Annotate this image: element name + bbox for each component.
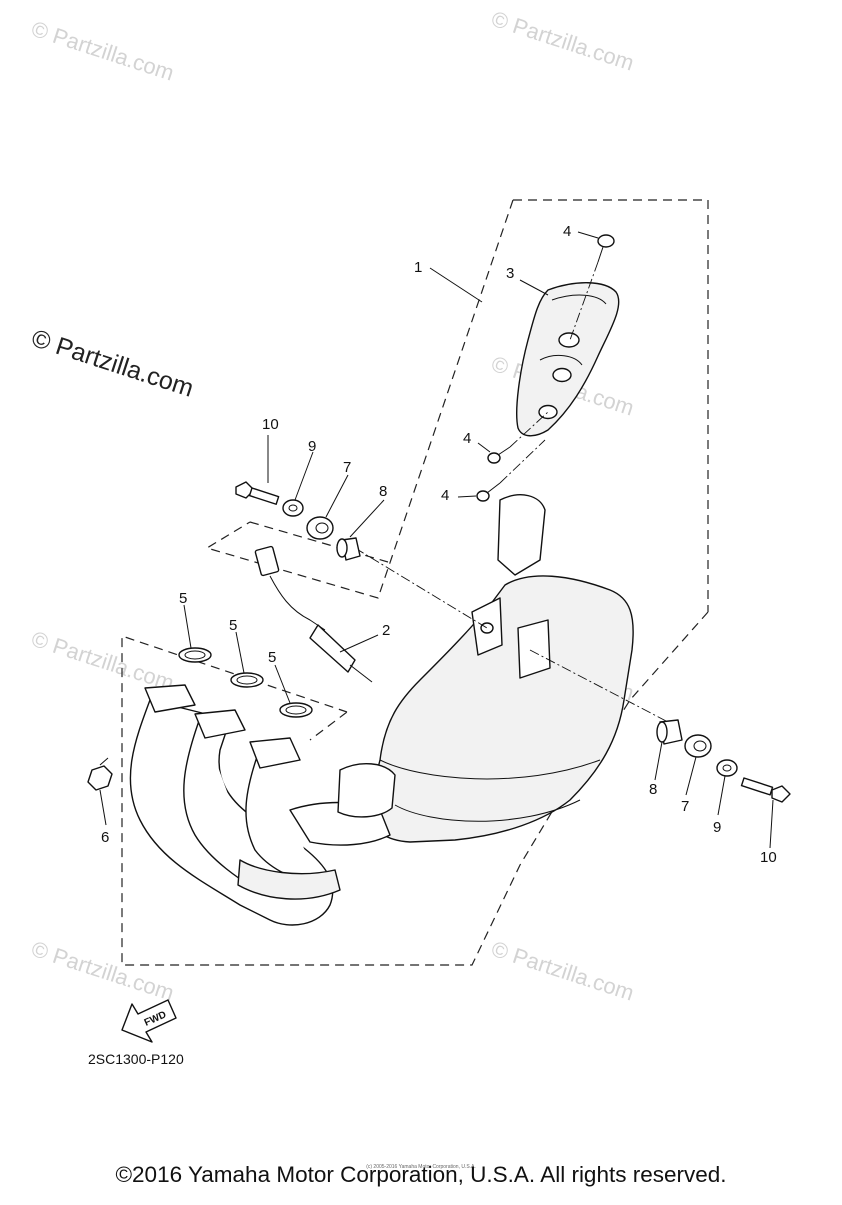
washer-9-left (282, 499, 304, 517)
callout-3: 3 (506, 265, 514, 282)
callout-8-right: 8 (649, 781, 657, 798)
watermark-7: © Partzilla.com (488, 936, 637, 1006)
nut-6 (87, 757, 113, 791)
gasket-5-b (230, 672, 264, 688)
tiny-copyright-note: (c) 2005-2016 Yamaha Motor Corporation, … (366, 1164, 476, 1170)
callout-4-top: 4 (563, 223, 571, 240)
callout-4-mid: 4 (463, 430, 471, 447)
gasket-5-a (178, 647, 212, 663)
callout-7-left: 7 (343, 459, 351, 476)
watermark-1: © Partzilla.com (28, 16, 177, 86)
watermark-main: © Partzilla.com (28, 324, 197, 403)
assembly-boundary (121, 199, 709, 966)
watermark-4: © Partzilla.com (28, 626, 177, 696)
callout-10-right: 10 (760, 849, 777, 866)
watermark-6: © Partzilla.com (28, 936, 177, 1006)
muffler (354, 494, 669, 843)
callout-7-right: 7 (681, 798, 689, 815)
diagram-ref: 2SC1300-P120 (88, 1051, 184, 1067)
bolt-4-mid (487, 411, 549, 464)
o2-sensor (254, 545, 373, 683)
callout-2: 2 (382, 622, 390, 639)
collar-8-right (656, 719, 683, 745)
bolt-10-right (740, 777, 791, 803)
washer-9-right (716, 759, 738, 777)
bolt-10-left (235, 481, 280, 505)
leader-lines (99, 231, 774, 849)
callout-10-left: 10 (262, 416, 279, 433)
callouts: 1 2 3 4 4 4 5 5 5 6 7 7 8 8 9 9 10 10 (101, 223, 777, 866)
gasket-5-c (279, 702, 313, 718)
callout-8-left: 8 (379, 483, 387, 500)
fwd-arrow: FWD (121, 999, 177, 1043)
bolt-4-low (476, 439, 546, 502)
exhaust-pipes (129, 699, 396, 926)
damper-7-right (684, 734, 712, 758)
callout-6: 6 (101, 829, 109, 846)
heat-protector (516, 282, 620, 437)
callout-9-right: 9 (713, 819, 721, 836)
callout-9-left: 9 (308, 438, 316, 455)
callout-4-low: 4 (441, 487, 449, 504)
callout-5-a: 5 (179, 590, 187, 607)
callout-5-b: 5 (229, 617, 237, 634)
callout-1: 1 (414, 259, 422, 276)
bolt-4-top (569, 234, 615, 341)
watermark-2: © Partzilla.com (488, 6, 637, 76)
collar-8-left (336, 537, 361, 561)
sensor-boundary (249, 521, 389, 563)
damper-7-left (306, 516, 334, 540)
pipe-flanges (144, 684, 301, 769)
watermarks: © Partzilla.com © Partzilla.com © Partzi… (28, 6, 637, 1006)
callout-5-c: 5 (268, 649, 276, 666)
copyright-footer: ©2016 Yamaha Motor Corporation, U.S.A. A… (115, 1162, 727, 1187)
